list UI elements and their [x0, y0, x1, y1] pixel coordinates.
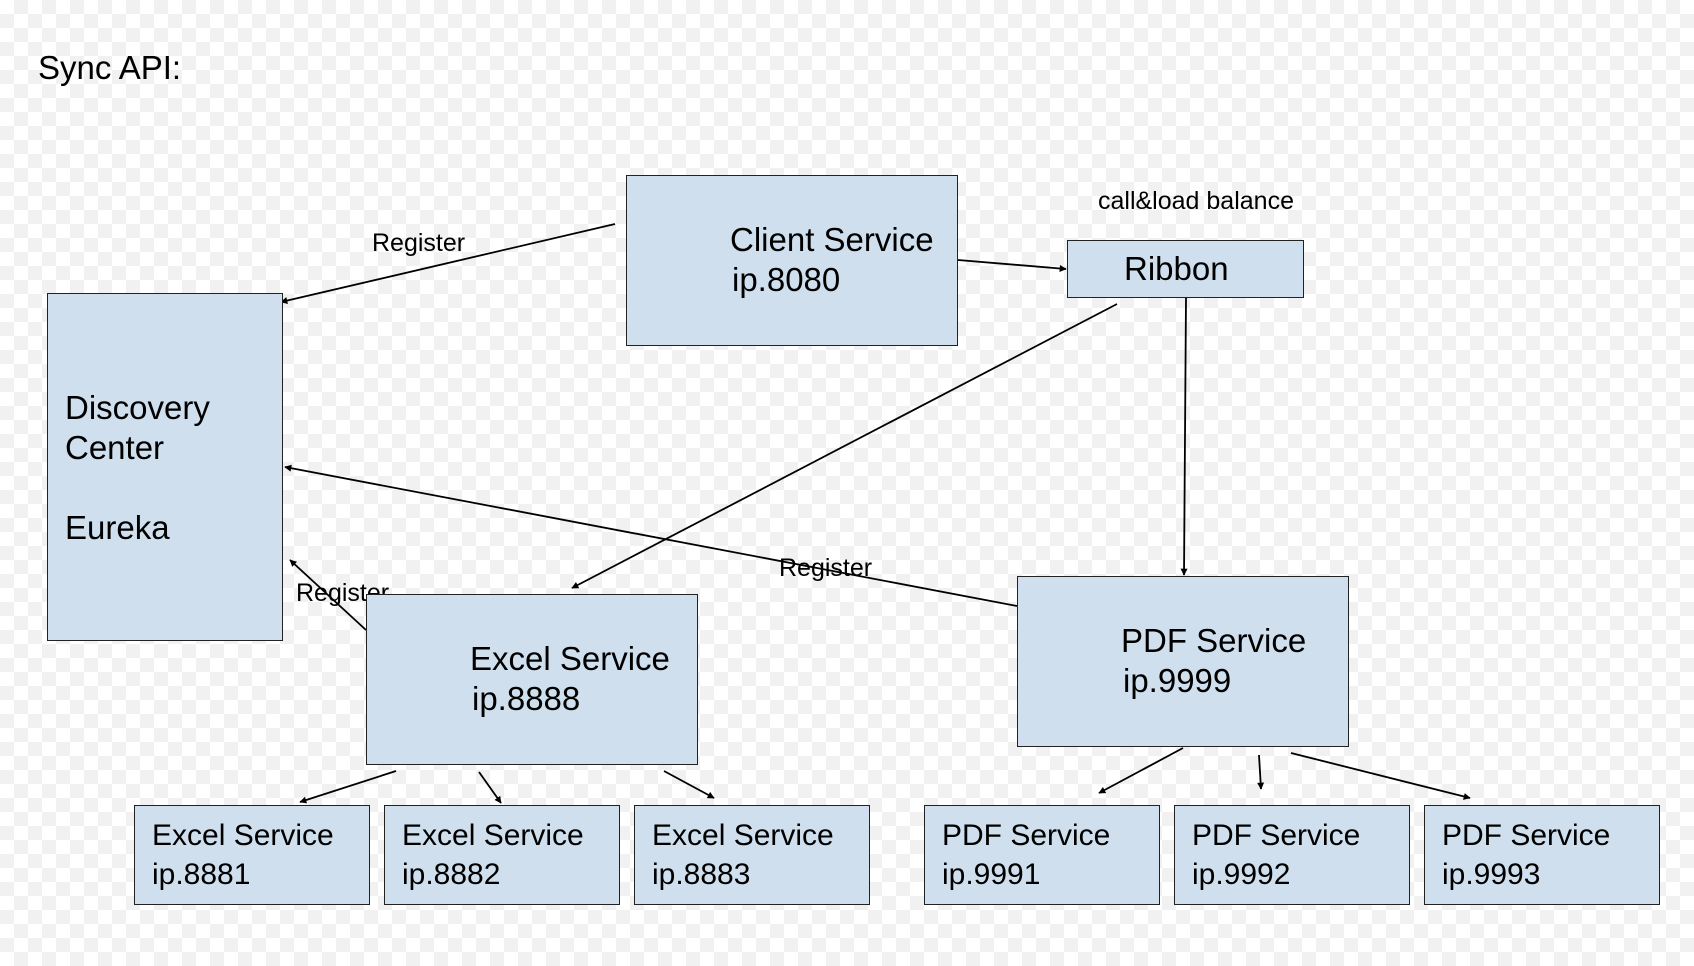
edge-label-pdf-register: Register	[779, 554, 873, 582]
edge-pdf-to-pdf-3	[1290, 752, 1471, 800]
pdf-instance-3-ip: ip.9993	[1442, 858, 1541, 891]
pdf-instance-1-name: PDF Service	[942, 819, 1111, 852]
edge-label-client-register: Register	[372, 229, 466, 257]
excel-instance-2-ip: ip.8882	[402, 858, 501, 891]
excel-instance-2-name: Excel Service	[402, 819, 584, 852]
ribbon-label: Ribbon	[1124, 250, 1229, 287]
excel-instance-node-3: Excel Service ip.8883	[634, 805, 870, 905]
excel-instance-node-2: Excel Service ip.8882	[384, 805, 620, 905]
edge-pdf-to-pdf-1	[1098, 747, 1184, 794]
client-service-ip: ip.8080	[732, 261, 841, 298]
pdf-service-node: PDF Service ip.9999	[1017, 576, 1349, 747]
edge-ribbon-to-excel	[571, 303, 1118, 589]
client-service-node: Client Service ip.8080	[626, 175, 958, 346]
diagram-title: Sync API:	[38, 49, 182, 86]
edge-ribbon-to-pdf	[1180, 297, 1188, 576]
edge-label-call-load-balance: call&load balance	[1098, 187, 1294, 215]
pdf-instance-2-ip: ip.9992	[1192, 858, 1291, 891]
edge-excel-to-excel-3	[663, 770, 715, 799]
pdf-instance-node-2: PDF Service ip.9992	[1174, 805, 1410, 905]
pdf-instance-2-name: PDF Service	[1192, 819, 1361, 852]
edge-excel-to-excel-1	[299, 770, 397, 804]
excel-instance-1-name: Excel Service	[152, 819, 334, 852]
pdf-service-name: PDF Service	[1121, 622, 1307, 659]
pdf-service-ip: ip.9999	[1123, 662, 1232, 699]
excel-instance-node-1: Excel Service ip.8881	[134, 805, 370, 905]
discovery-label-line1: Discovery	[65, 389, 210, 426]
excel-instance-1-ip: ip.8881	[152, 858, 251, 891]
ribbon-node: Ribbon	[1067, 240, 1304, 298]
client-service-name: Client Service	[730, 221, 934, 258]
excel-instance-3-ip: ip.8883	[652, 858, 751, 891]
excel-service-node: Excel Service ip.8888	[366, 594, 698, 765]
edge-pdf-to-discovery	[284, 464, 1018, 607]
pdf-instance-1-ip: ip.9991	[942, 858, 1041, 891]
pdf-instance-node-3: PDF Service ip.9993	[1424, 805, 1660, 905]
excel-service-name: Excel Service	[470, 640, 670, 677]
discovery-center-node: Discovery Center Eureka	[47, 293, 283, 641]
pdf-instance-node-1: PDF Service ip.9991	[924, 805, 1160, 905]
edge-excel-to-excel-2	[478, 771, 502, 804]
excel-instance-3-name: Excel Service	[652, 819, 834, 852]
pdf-instance-3-name: PDF Service	[1442, 819, 1611, 852]
edge-pdf-to-pdf-2	[1257, 754, 1265, 790]
excel-service-ip: ip.8888	[472, 680, 581, 717]
eureka-label: Eureka	[65, 509, 170, 546]
discovery-label-line2: Center	[65, 429, 165, 466]
edge-client-to-ribbon	[957, 259, 1067, 272]
